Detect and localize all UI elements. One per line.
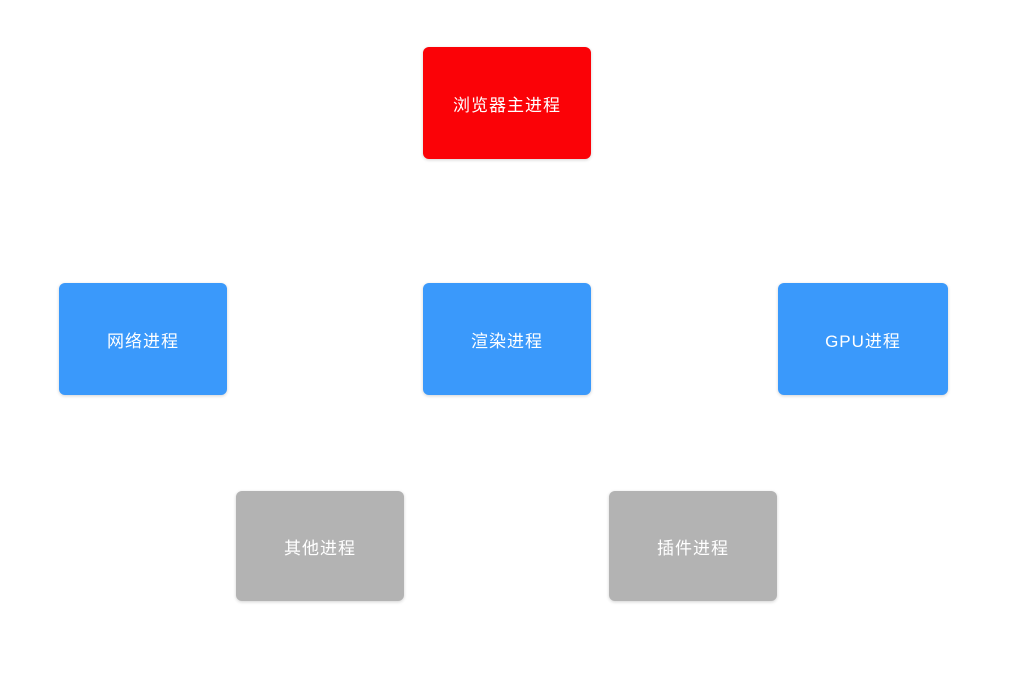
node-other-process: 其他进程 bbox=[236, 491, 404, 601]
node-browser-main-process: 浏览器主进程 bbox=[423, 47, 591, 159]
node-other-process-label: 其他进程 bbox=[284, 538, 356, 558]
node-browser-main-process-label: 浏览器主进程 bbox=[453, 95, 561, 115]
node-network-process-label: 网络进程 bbox=[107, 331, 179, 351]
node-plugin-process-label: 插件进程 bbox=[657, 538, 729, 558]
node-network-process: 网络进程 bbox=[59, 283, 227, 395]
node-gpu-process-label: GPU进程 bbox=[825, 331, 901, 351]
node-render-process: 渲染进程 bbox=[423, 283, 591, 395]
node-plugin-process: 插件进程 bbox=[609, 491, 777, 601]
node-render-process-label: 渲染进程 bbox=[471, 331, 543, 351]
node-gpu-process: GPU进程 bbox=[778, 283, 948, 395]
